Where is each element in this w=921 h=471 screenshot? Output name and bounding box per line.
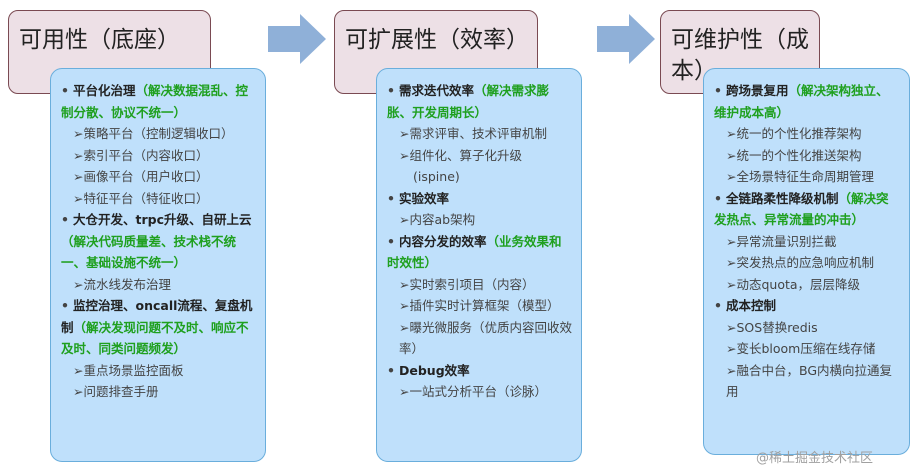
list-item: ➢异常流量识别拦截 [726,233,837,249]
list-item: ➢统一的个性化推送架构 [726,147,862,163]
list-item: ➢曝光微服务（优质内容回收效率） [399,319,572,357]
list-item: ➢流水线发布治理 [73,276,171,292]
list-item: (ispine) [413,169,460,184]
list-item: ➢策略平台（控制逻辑收口） [73,126,234,141]
section-heading: •成本控制 [714,298,777,313]
header-availability-title: 可用性（底座） [19,27,180,53]
list-item: ➢画像平台（用户收口） [73,169,209,184]
list-item: ➢内容ab架构 [399,212,476,227]
right-arrow-icon [268,14,326,64]
card-availability: •平台化治理（解决数据混乱、控制分散、协议不统一） ➢策略平台（控制逻辑收口） … [50,68,266,462]
header-extensibility-title: 可扩展性（效率） [345,27,529,53]
section-heading: •监控治理、oncall流程、复盘机制（解决发现问题不及时、响应不及时、同类问题… [61,298,253,356]
list-item: ➢统一的个性化推荐架构 [726,126,862,141]
card-maintainability: •跨场景复用（解决架构独立、维护成本高） ➢统一的个性化推荐架构 ➢统一的个性化… [703,68,910,455]
section-heading: •实验效率 [387,190,450,206]
watermark: @稀土掘金技术社区 [756,451,874,466]
list-item: ➢动态quota，层层降级 [726,276,861,292]
section-heading: •大仓开发、trpc升级、自研上云（解决代码质量差、技术栈不统一、基础设施不统一… [61,212,252,270]
list-item: ➢全场景特征生命周期管理 [726,169,874,184]
section-heading: •需求迭代效率（解决需求膨胀、开发周期长） [387,83,550,120]
list-item: ➢一站式分析平台（诊脉） [399,384,547,399]
list-item: ➢突发热点的应急响应机制 [726,255,874,270]
list-item: ➢融合中台，BG内横向拉通复用 [726,362,893,400]
list-item: ➢问题排查手册 [73,384,159,399]
right-arrow-icon [597,14,655,64]
list-item: ➢插件实时计算框架（模型） [399,298,560,313]
section-heading: •内容分发的效率（业务效果和时效性） [387,233,562,271]
section-heading: •跨场景复用（解决架构独立、维护成本高） [714,83,889,120]
list-item: ➢组件化、算子化升级 [399,147,522,163]
section-heading: •平台化治理（解决数据混乱、控制分散、协议不统一） [61,83,249,120]
list-item: ➢索引平台（内容收口） [73,147,209,163]
list-item: ➢实时索引项目（内容） [399,276,535,292]
list-item: ➢特征平台（特征收口） [73,190,209,206]
section-heading: •Debug效率 [387,362,470,378]
list-item: ➢重点场景监控面板 [73,362,184,378]
section-heading: •全链路柔性降级机制（解决突发热点、异常流量的冲击） [714,190,889,228]
card-extensibility: •需求迭代效率（解决需求膨胀、开发周期长） ➢需求评审、技术评审机制 ➢组件化、… [376,68,582,462]
list-item: ➢需求评审、技术评审机制 [399,126,547,141]
list-item: ➢变长bloom压缩在线存储 [726,341,876,356]
list-item: ➢SOS替换redis [726,319,818,335]
